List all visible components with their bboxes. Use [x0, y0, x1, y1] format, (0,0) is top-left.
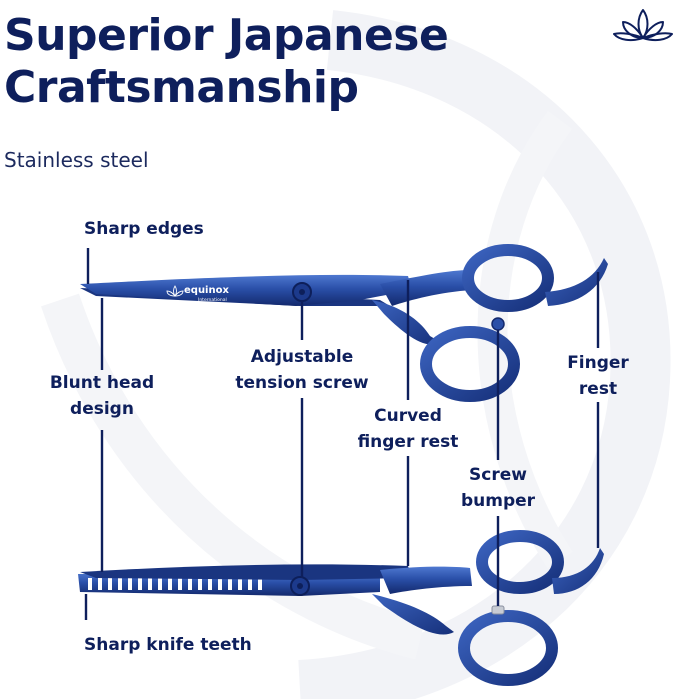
subtitle: Stainless steel — [4, 148, 149, 172]
blade-engraving: equinox — [184, 285, 229, 296]
callout-knife-teeth: Sharp knife teeth — [84, 635, 252, 655]
title-line-2: Craftsmanship — [4, 62, 359, 113]
engraving-lotus-icon — [166, 285, 184, 297]
callout-tension-screw: Adjustable tension screw — [235, 347, 369, 393]
knife-teeth — [88, 578, 262, 590]
lotus-icon — [613, 9, 673, 42]
callout-sharp-edges: Sharp edges — [84, 219, 204, 239]
page-title: Superior Japanese Craftsmanship — [4, 10, 449, 114]
callout-screw-bumper: Screw bumper — [460, 465, 536, 511]
blade-engraving-sub: International — [198, 297, 227, 303]
callout-finger-rest: Finger rest — [567, 353, 629, 399]
callout-curved-finger-rest: Curved finger rest — [357, 406, 459, 452]
title-line-1: Superior Japanese — [4, 10, 449, 61]
callout-blunt-head: Blunt head design — [49, 373, 155, 419]
leader-lines — [84, 248, 600, 620]
thinning-shears — [78, 530, 604, 686]
cutting-shears: equinox International — [80, 244, 608, 402]
